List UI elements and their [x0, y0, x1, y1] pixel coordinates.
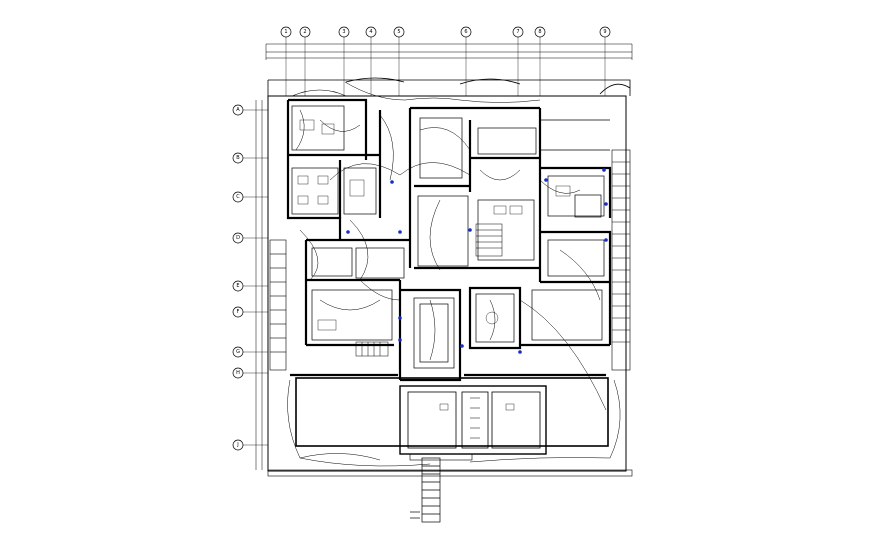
grid-bubble-column: [393, 26, 405, 38]
right-stair-strip: [611, 149, 631, 371]
interior-walls: [286, 98, 612, 382]
fixture-symbol: [398, 316, 402, 320]
grid-bubble-row: [232, 306, 244, 318]
grid-bubble-column: [534, 26, 546, 38]
grid-bubble-label: E: [236, 283, 239, 289]
grid-bubble-label: 4: [369, 29, 372, 35]
grid-bubble-label: D: [236, 235, 240, 241]
courtyard: [295, 377, 609, 461]
entrance-stair: [410, 457, 441, 523]
fixture-symbol: [544, 178, 548, 182]
fixture-symbol: [604, 238, 608, 242]
fixture-symbol: [518, 350, 522, 354]
grid-bubble-row: [232, 280, 244, 292]
grid-bubble-column: [280, 26, 292, 38]
interior-stair: [355, 223, 503, 357]
fixture-symbol: [398, 338, 402, 342]
grid-bubble-column: [512, 26, 524, 38]
wiring-circuits: [287, 81, 621, 467]
grid-bubble-column: [338, 26, 350, 38]
row-grid: A B C D E F G H J: [232, 104, 268, 451]
grid-bubble-label: 2: [303, 29, 306, 35]
grid-bubble-label: A: [236, 107, 240, 113]
grid-bubble-label: G: [236, 349, 240, 355]
fixture-symbol: [468, 228, 472, 232]
grid-bubble-row: [232, 439, 244, 451]
grid-bubble-label: C: [236, 194, 240, 200]
grid-bubble-label: B: [236, 155, 240, 161]
grid-bubble-row: [232, 346, 244, 358]
grid-bubble-label: 9: [603, 29, 606, 35]
fixture-symbol: [460, 344, 464, 348]
grid-bubble-column: [299, 26, 311, 38]
grid-bubble-row: [232, 191, 244, 203]
fixture-symbol: [398, 230, 402, 234]
grid-bubble-label: 7: [516, 29, 519, 35]
furniture-hints: [297, 119, 571, 411]
grid-bubble-column: [365, 26, 377, 38]
grid-bubble-label: H: [236, 370, 240, 376]
grid-bubble-label: 6: [464, 29, 467, 35]
grid-bubble-row: [232, 152, 244, 164]
partitions: [291, 105, 610, 369]
grid-bubble-label: 1: [284, 29, 287, 35]
left-dimension-lines: [255, 100, 263, 470]
grid-bubble-row: [232, 232, 244, 244]
grid-bubble-label: F: [237, 309, 240, 315]
grid-bubble-label: 8: [538, 29, 541, 35]
grid-bubble-row: [232, 367, 244, 379]
building-outline: [267, 77, 633, 477]
left-stair-strip: [269, 239, 287, 371]
grid-bubble-column: [599, 26, 611, 38]
grid-bubble-label: 3: [342, 29, 345, 35]
fixture-symbol: [346, 230, 350, 234]
grid-bubble-column: [460, 26, 472, 38]
grid-bubble-row: [232, 104, 244, 116]
fixture-symbol: [390, 180, 394, 184]
fixture-symbols: [346, 168, 608, 354]
grid-bubble-label: 5: [397, 29, 400, 35]
grid-bubble-label: J: [236, 442, 238, 448]
top-dimension-lines: [265, 43, 633, 60]
column-grid: 1 2 3 4 5 6 7 8 9: [280, 26, 611, 96]
fixture-symbol: [602, 168, 606, 172]
fixture-symbol: [604, 202, 608, 206]
